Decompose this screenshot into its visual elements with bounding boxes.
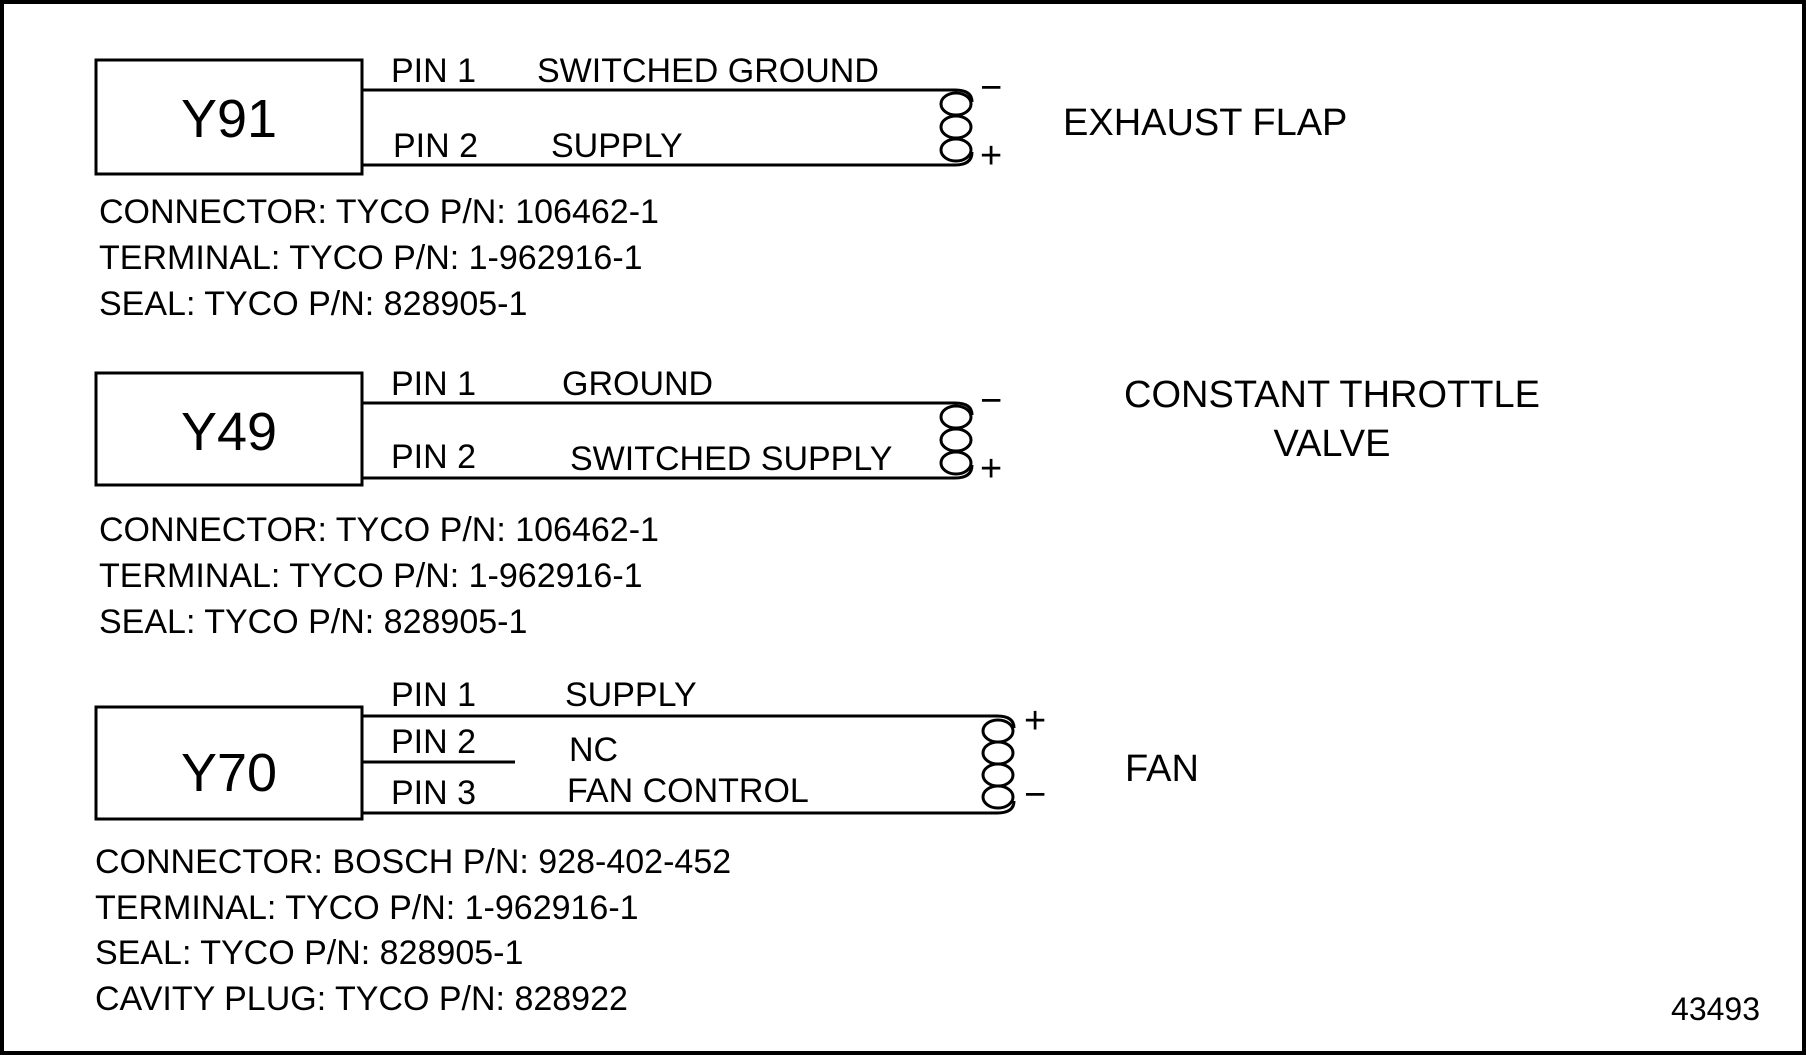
y70-pin3-label: PIN 3	[391, 774, 476, 812]
y91-pin1-polarity: −	[980, 67, 1002, 109]
y91-note-connector: CONNECTOR: TYCO P/N: 106462-1	[99, 193, 659, 231]
y91-note-terminal: TERMINAL: TYCO P/N: 1-962916-1	[99, 239, 643, 277]
y91-note-seal: SEAL: TYCO P/N: 828905-1	[99, 285, 527, 323]
connector-y70-label: Y70	[181, 743, 277, 803]
y70-pin1-polarity: +	[1024, 700, 1046, 742]
coil-y49-icon	[939, 404, 973, 476]
coil-y91-icon	[939, 91, 973, 163]
y70-pin3-signal: FAN CONTROL	[567, 772, 809, 810]
y49-pin2-signal: SWITCHED SUPPLY	[570, 440, 892, 478]
y70-device-label: FAN	[1125, 748, 1199, 790]
figure-number: 43493	[1671, 991, 1760, 1027]
y70-note-cavity-plug: CAVITY PLUG: TYCO P/N: 828922	[95, 980, 628, 1018]
y49-device-label-line2: VALVE	[1274, 423, 1391, 465]
y49-note-connector: CONNECTOR: TYCO P/N: 106462-1	[99, 511, 659, 549]
connector-y49-label: Y49	[181, 402, 277, 462]
y49-device-label-line1: CONSTANT THROTTLE	[1124, 374, 1540, 416]
y70-pin1-signal: SUPPLY	[565, 676, 697, 714]
y91-device-label: EXHAUST FLAP	[1063, 102, 1347, 144]
y91-pin2-polarity: +	[980, 135, 1002, 177]
y70-pin3-polarity: −	[1024, 774, 1046, 816]
connector-y49-box	[94, 371, 364, 487]
y49-pin1-polarity: −	[980, 380, 1002, 422]
y70-pin2-signal: NC	[569, 731, 618, 769]
y49-pin2-label: PIN 2	[391, 438, 476, 476]
y70-pin1-label: PIN 1	[391, 676, 476, 714]
y49-pin1-signal: GROUND	[562, 365, 713, 403]
y49-pin1-label: PIN 1	[391, 365, 476, 403]
y91-pin1-signal: SWITCHED GROUND	[537, 52, 879, 90]
connector-y49-group: Y49 PIN 1 GROUND PIN 2 SWITCHED SUPPLY −…	[94, 365, 1540, 641]
y49-note-terminal: TERMINAL: TYCO P/N: 1-962916-1	[99, 557, 643, 595]
connector-y91-box	[94, 58, 364, 176]
y49-pin2-polarity: +	[980, 448, 1002, 490]
connector-y91-label: Y91	[181, 89, 277, 149]
connector-y70-group: Y70 PIN 1 SUPPLY PIN 2 NC PIN 3 FAN CONT…	[94, 676, 1199, 1018]
coil-y70-icon	[981, 718, 1015, 810]
y70-note-connector: CONNECTOR: BOSCH P/N: 928-402-452	[95, 843, 731, 881]
y91-pin2-signal: SUPPLY	[551, 127, 683, 165]
y70-pin2-label: PIN 2	[391, 723, 476, 761]
y70-note-terminal: TERMINAL: TYCO P/N: 1-962916-1	[95, 889, 639, 927]
y91-pin2-label: PIN 2	[393, 127, 478, 165]
y70-note-seal: SEAL: TYCO P/N: 828905-1	[95, 934, 523, 972]
y91-pin1-label: PIN 1	[391, 52, 476, 90]
y49-note-seal: SEAL: TYCO P/N: 828905-1	[99, 603, 527, 641]
connector-y91-group: Y91 PIN 1 SWITCHED GROUND PIN 2 SUPPLY −…	[94, 52, 1347, 323]
